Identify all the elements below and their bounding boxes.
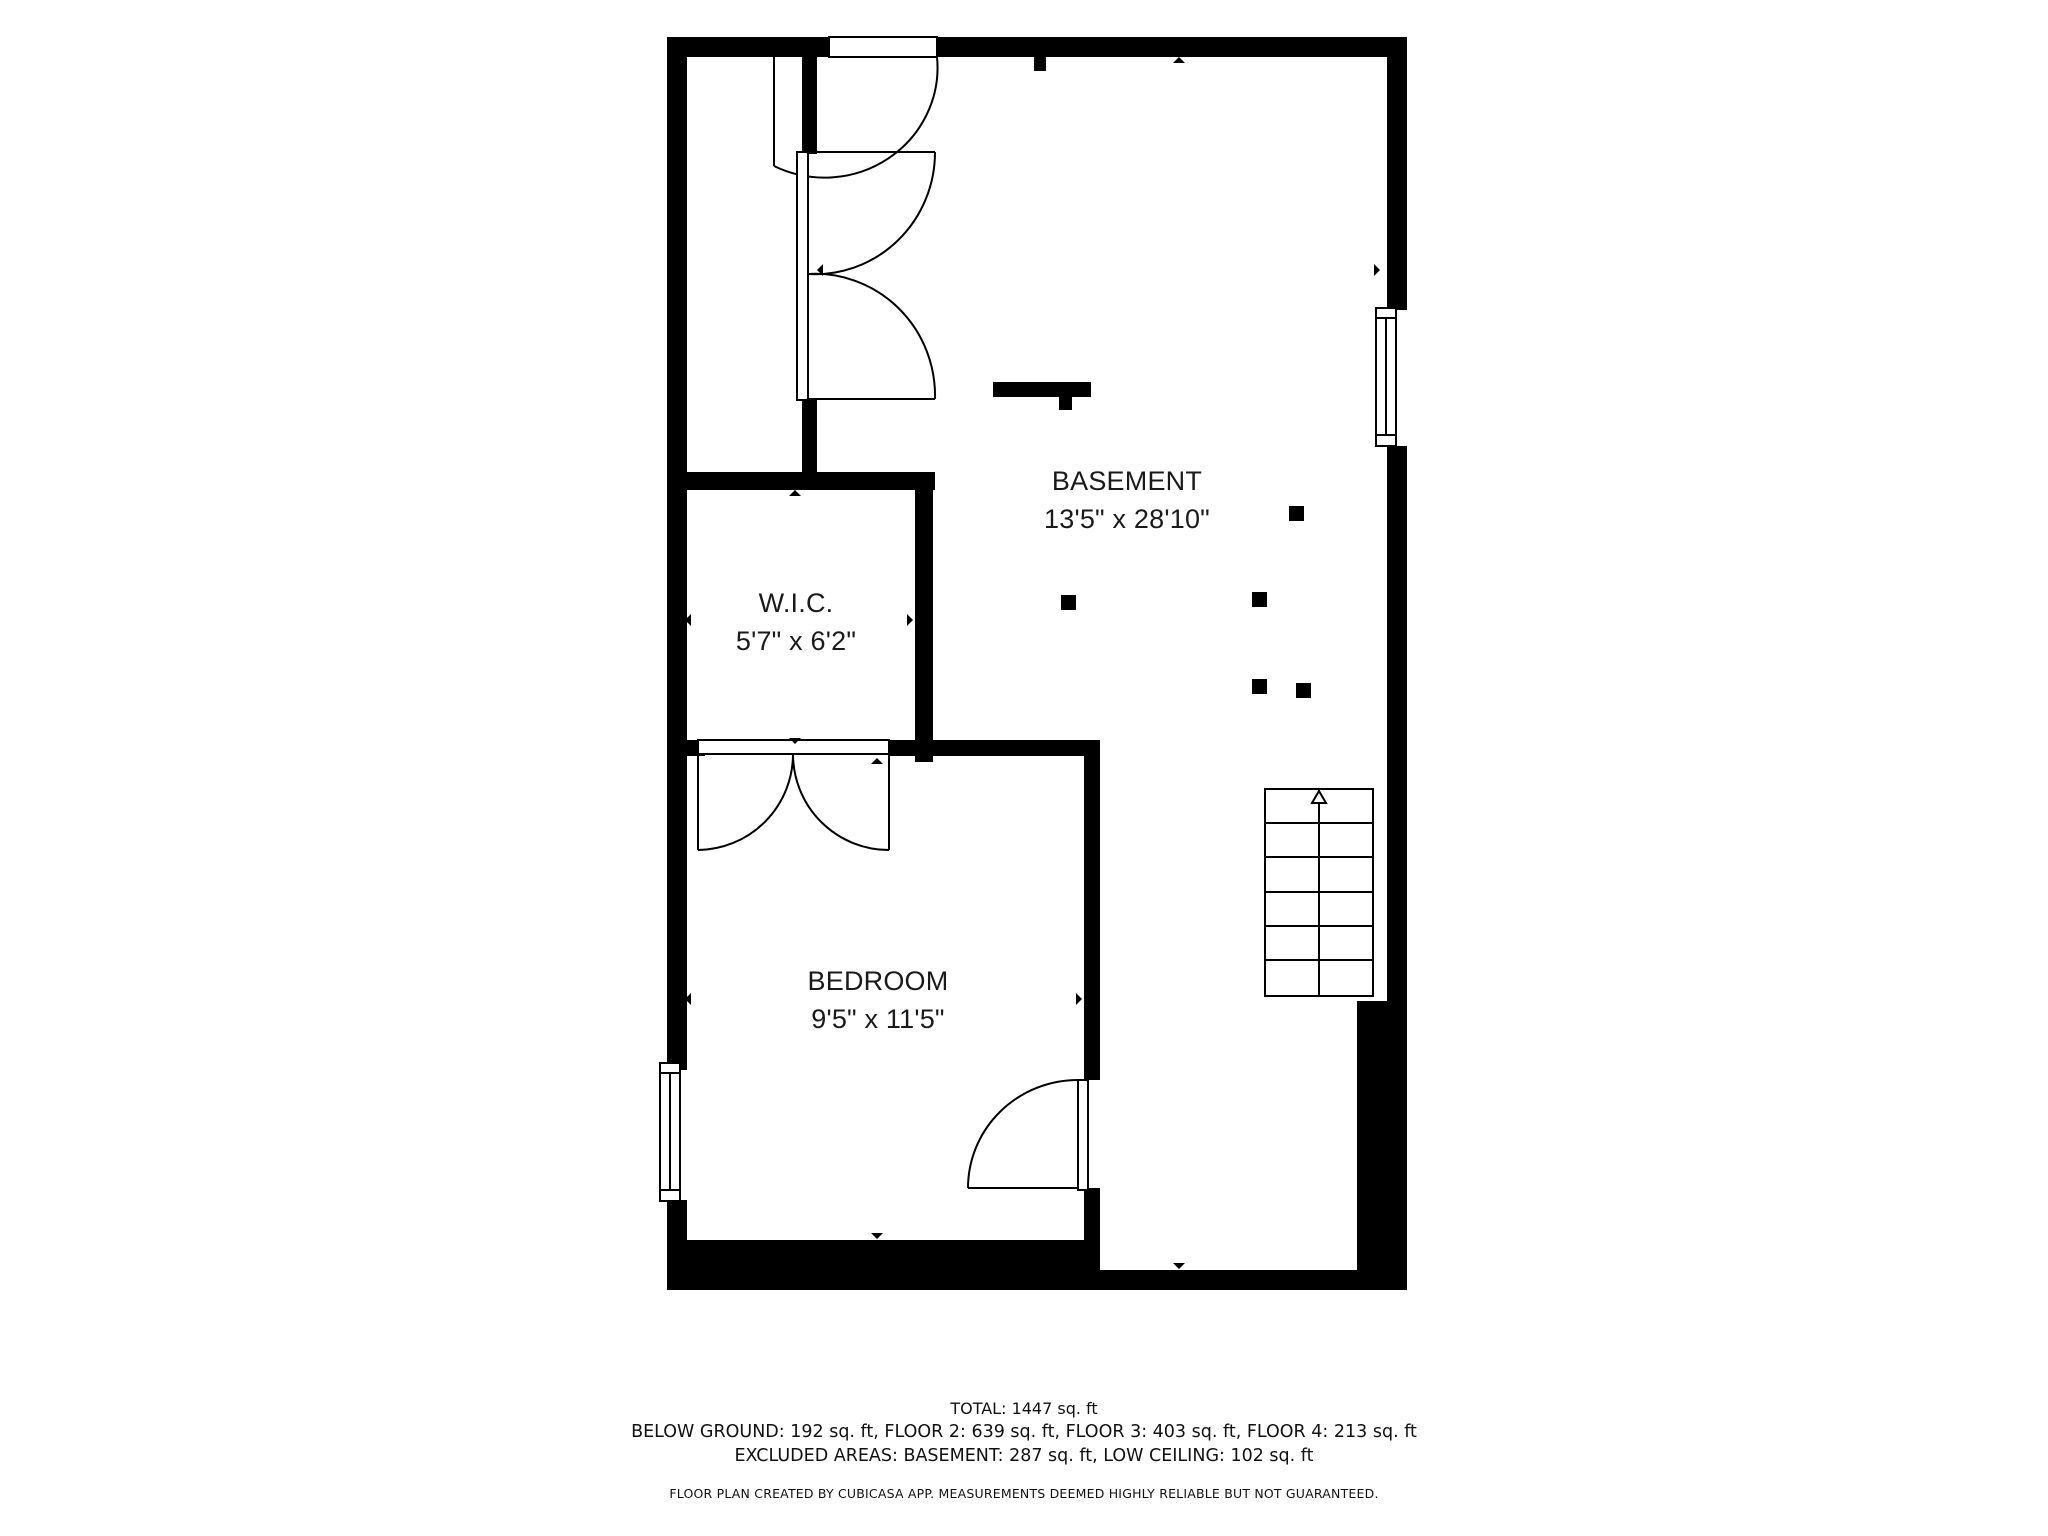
room-name: W.I.C. bbox=[758, 588, 834, 618]
wall-wic-right bbox=[915, 472, 933, 762]
excluded-areas: EXCLUDED AREAS: BASEMENT: 287 sq. ft, LO… bbox=[734, 1446, 1314, 1466]
support-posts bbox=[1061, 506, 1311, 698]
room-name: BEDROOM bbox=[807, 966, 949, 996]
marker-basement-top bbox=[1173, 57, 1185, 63]
marker-basement-bottom bbox=[1173, 1263, 1185, 1269]
total-area: TOTAL: 1447 sq. ft bbox=[950, 1399, 1098, 1418]
room-dimensions: 13'5" x 28'10" bbox=[1044, 504, 1210, 534]
door-closet-double[interactable] bbox=[796, 151, 937, 401]
wall-top-right bbox=[936, 37, 1407, 57]
area-breakdown: BELOW GROUND: 192 sq. ft, FLOOR 2: 639 s… bbox=[631, 1422, 1417, 1442]
wall-bedroom-top-right bbox=[888, 740, 1100, 756]
room-dimensions: 9'5" x 11'5" bbox=[811, 1004, 945, 1034]
room-label-bedroom: BEDROOM 9'5" x 11'5" bbox=[808, 962, 949, 1038]
marker-bedroom-top bbox=[871, 758, 883, 764]
marker-wic-right bbox=[907, 614, 913, 626]
room-name: BASEMENT bbox=[1051, 466, 1203, 496]
marker-bedroom-left bbox=[685, 993, 691, 1005]
marker-basement-right bbox=[1374, 264, 1380, 276]
wall-right-upper bbox=[1387, 37, 1407, 310]
post bbox=[1252, 679, 1267, 694]
wall-bedroom-right-lower bbox=[1084, 1188, 1100, 1248]
room-dimensions: 5'7" x 6'2" bbox=[735, 626, 857, 656]
marker-wic-left bbox=[685, 614, 691, 626]
wall-nub-top bbox=[1034, 57, 1046, 71]
windows bbox=[659, 307, 1397, 1202]
post bbox=[1252, 592, 1267, 607]
doors bbox=[697, 36, 1089, 1191]
low-ceiling-block bbox=[1357, 1001, 1397, 1290]
ductwork-fixture bbox=[993, 382, 1091, 397]
wall-bedroom-right-upper bbox=[1084, 740, 1100, 1080]
marker-basement-left bbox=[817, 264, 823, 276]
post bbox=[1289, 506, 1304, 521]
wall-left-upper bbox=[667, 37, 687, 1070]
wall-wic-top bbox=[667, 472, 935, 490]
wall-closet-divider-bottom bbox=[802, 400, 817, 478]
post bbox=[1296, 683, 1311, 698]
stairs-arrow-icon bbox=[1310, 789, 1328, 804]
marker-bedroom-bottom bbox=[871, 1233, 883, 1239]
door-wic-bedroom-double[interactable] bbox=[697, 739, 890, 851]
wall-closet-divider-top bbox=[802, 57, 817, 154]
dimension-markers bbox=[685, 57, 1380, 1269]
window-bedroom-left bbox=[659, 1062, 681, 1202]
credit-disclaimer: FLOOR PLAN CREATED BY CUBICASA APP. MEAS… bbox=[669, 1486, 1379, 1501]
marker-wic-top bbox=[789, 490, 801, 496]
ductwork-fixture-stem bbox=[1059, 396, 1072, 410]
stairs-up bbox=[1264, 788, 1374, 997]
wall-top-left bbox=[667, 37, 829, 57]
walls bbox=[667, 37, 1407, 1290]
room-label-basement: BASEMENT 13'5" x 28'10" bbox=[1044, 462, 1210, 538]
room-label-wic: W.I.C. 5'7" x 6'2" bbox=[736, 584, 856, 660]
marker-bedroom-right bbox=[1076, 993, 1082, 1005]
wall-bottom-bedroom bbox=[667, 1240, 1100, 1290]
door-bedroom-basement[interactable] bbox=[967, 1079, 1089, 1191]
marker-wic-bottom bbox=[789, 738, 801, 744]
window-basement-right bbox=[1375, 307, 1397, 447]
post bbox=[1061, 595, 1076, 610]
